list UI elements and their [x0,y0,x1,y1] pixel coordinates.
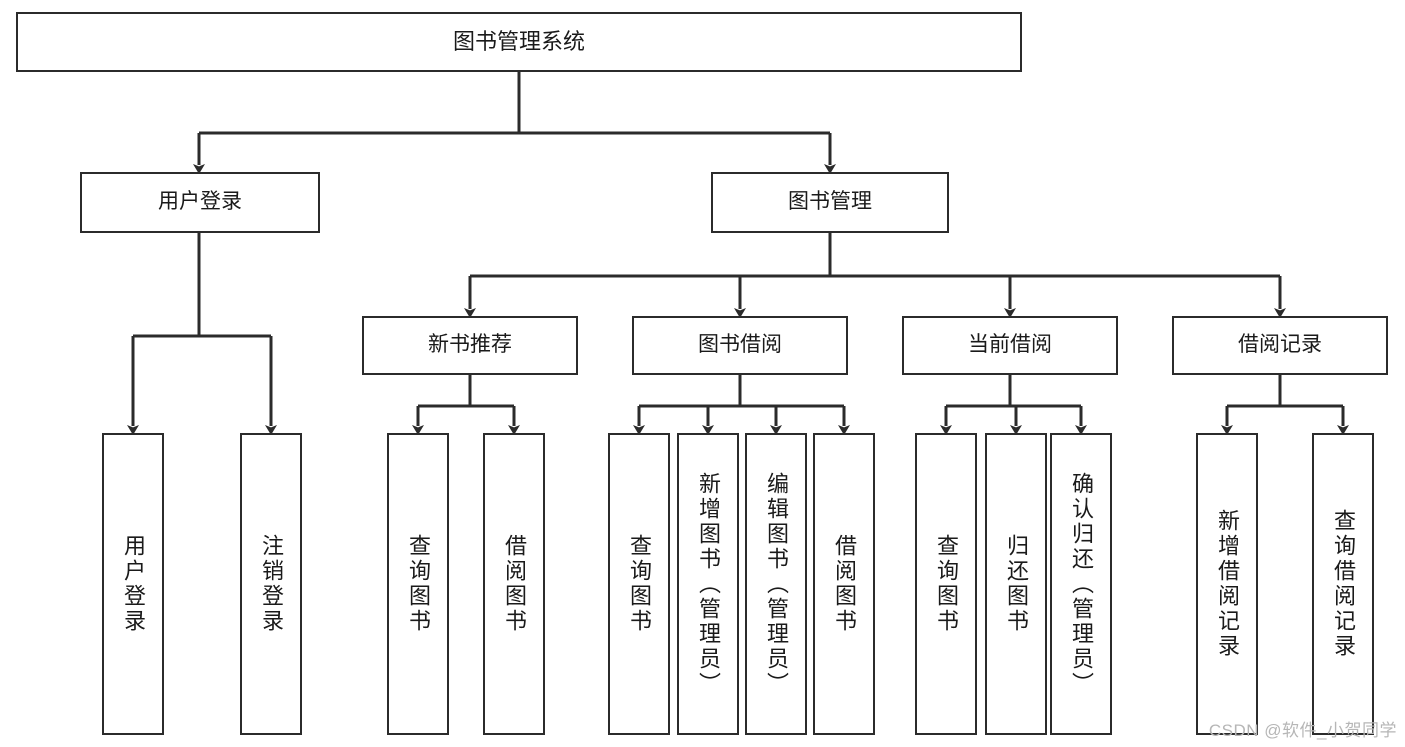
node-borrow-record[interactable]: 借阅记录 [1172,316,1388,375]
node-current-borrow[interactable]: 当前借阅 [902,316,1118,375]
node-label: 当前借阅 [968,333,1052,357]
leaf-record-query[interactable]: 查询借阅记录 [1312,433,1374,735]
leaf-user-login-logout[interactable]: 注销登录 [240,433,302,735]
node-label: 新增借阅记录 [1215,509,1240,659]
leaf-borrow-add-book[interactable]: 新增图书（管理员） [677,433,739,735]
node-label: 归还图书 [1004,534,1029,634]
node-label: 查询图书 [406,534,431,634]
node-new-book-recommend[interactable]: 新书推荐 [362,316,578,375]
leaf-record-add[interactable]: 新增借阅记录 [1196,433,1258,735]
leaf-new-book-borrow[interactable]: 借阅图书 [483,433,545,735]
node-label: 图书管理系统 [452,29,585,55]
node-label: 查询图书 [627,534,652,634]
node-label: 图书借阅 [698,333,782,357]
leaf-borrow-borrow-book[interactable]: 借阅图书 [813,433,875,735]
node-label: 注销登录 [259,534,284,634]
node-label: 确认归还（管理员） [1069,471,1094,697]
leaf-current-return-book[interactable]: 归还图书 [985,433,1047,735]
leaf-current-query-book[interactable]: 查询图书 [915,433,977,735]
node-book-borrow[interactable]: 图书借阅 [632,316,848,375]
node-label: 新书推荐 [428,333,512,357]
watermark: CSDN @软件_小贺同学 [1208,721,1397,740]
leaf-borrow-query-book[interactable]: 查询图书 [608,433,670,735]
leaf-user-login-login[interactable]: 用户登录 [102,433,164,735]
leaf-borrow-edit-book[interactable]: 编辑图书（管理员） [745,433,807,735]
node-label: 借阅图书 [502,534,527,634]
node-user-login[interactable]: 用户登录 [80,172,320,233]
node-label: 编辑图书（管理员） [764,471,789,697]
node-label: 借阅记录 [1238,333,1322,357]
node-label: 用户登录 [121,534,146,634]
leaf-new-book-query[interactable]: 查询图书 [387,433,449,735]
node-label: 用户登录 [158,190,242,214]
node-label: 借阅图书 [832,534,857,634]
node-label: 新增图书（管理员） [696,471,721,697]
node-label: 查询借阅记录 [1331,509,1356,659]
node-book-management[interactable]: 图书管理 [711,172,949,233]
node-root-system[interactable]: 图书管理系统 [16,12,1022,72]
node-label: 查询图书 [934,534,959,634]
node-label: 图书管理 [788,190,872,214]
leaf-current-confirm-return[interactable]: 确认归还（管理员） [1050,433,1112,735]
